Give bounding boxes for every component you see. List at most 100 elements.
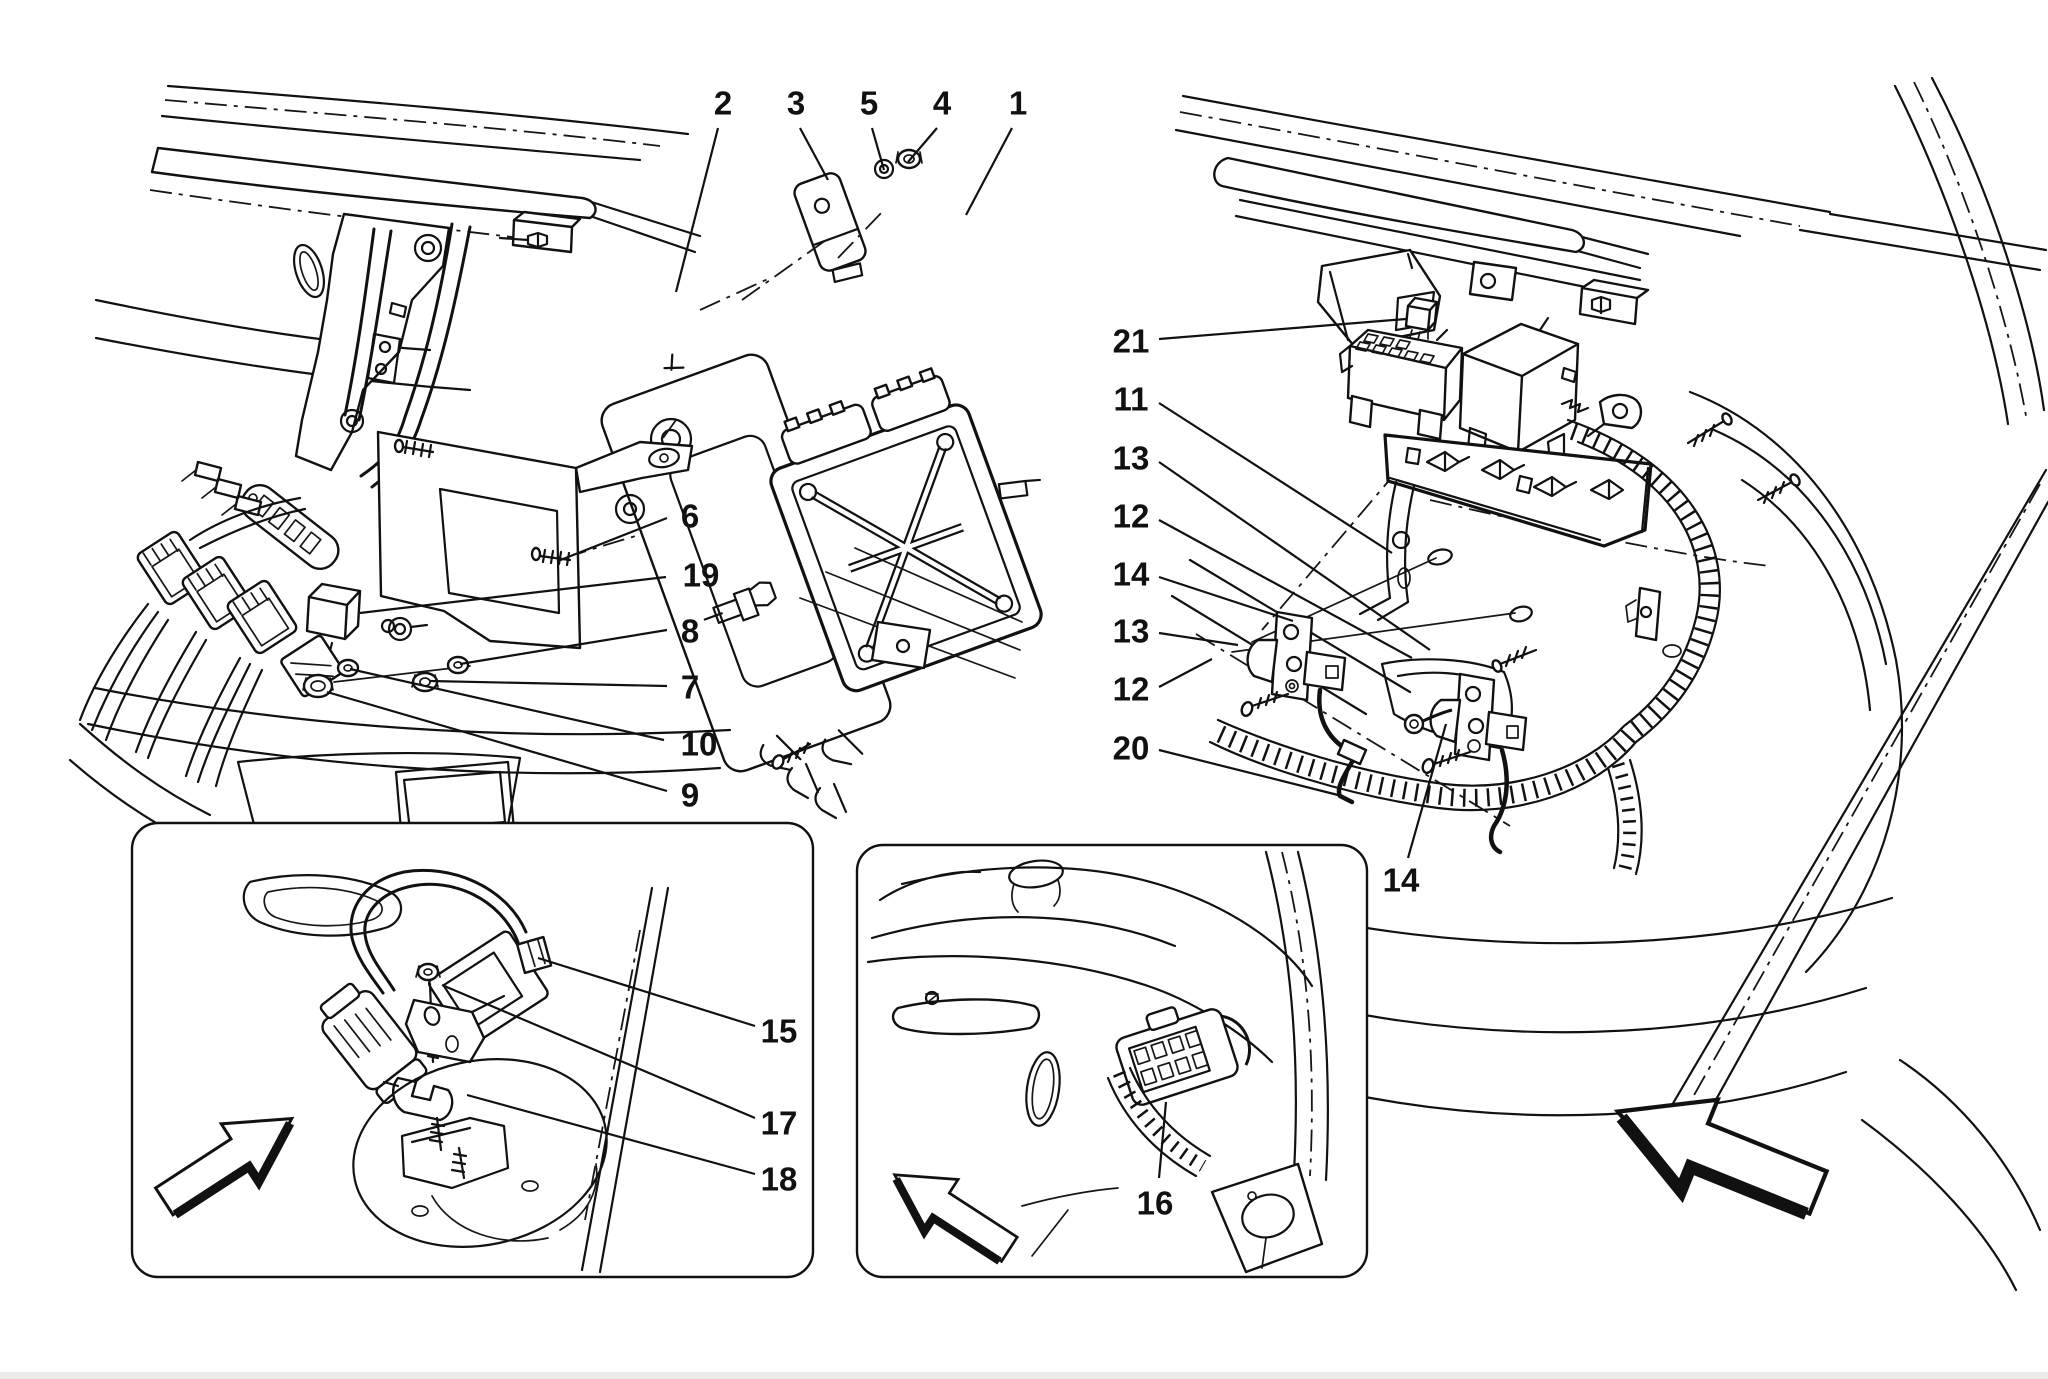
callout-13b-leader [1158,631,1239,647]
callout-14b-leader [1406,723,1448,859]
callout-18-label: 18 [761,1161,798,1198]
crossmember-beam [150,146,597,220]
callout-12a-leader [1158,519,1413,659]
callout-9-label: 9 [681,777,699,814]
right-chassis-centerlines [1179,81,2041,1135]
callout-13a-leader [1158,461,1431,651]
callout-19-leader [359,575,667,615]
plate-support [1358,480,1416,622]
latch-cable-right [1403,708,1509,855]
quarter-panel-edge [866,955,1274,1064]
callout-14b-label: 14 [1383,862,1420,899]
callout-8-leader [459,628,668,666]
hinge-tab [1468,260,1518,302]
callout-16-label: 16 [1137,1185,1174,1222]
callout-11-label: 11 [1114,381,1149,418]
inset-detail-b [855,843,1369,1279]
plate-holes [614,417,693,525]
harness-sleeve [1208,418,1721,876]
trunk-left-assembly-view [68,84,1043,876]
callout-12b-label: 12 [1113,671,1150,708]
callout-19-label: 19 [683,557,720,594]
torsion-bar-tube [1213,156,1585,254]
harness-connector-detail [1115,1006,1251,1106]
callout-4-leader [907,127,938,163]
callout-21-label: 21 [1113,323,1150,360]
callout-10-leader [349,667,665,742]
mounting-screws [1491,412,1801,673]
callout-2-label: 2 [714,85,732,122]
small-bracket [793,172,867,284]
callout-15-label: 15 [761,1013,798,1050]
callout-10-label: 10 [681,726,718,763]
lid-gutter-lines [1660,468,2048,1152]
callout-6-label: 6 [681,498,699,535]
ecu-control-unit [769,367,1043,693]
callout-7-label: 7 [681,669,699,706]
ecu-lower-screw-and-clips [771,741,848,820]
callout-15-leader [537,956,756,1028]
callout-3-leader [799,127,829,181]
speaker-panel [1210,1162,1324,1274]
callout-9-leader [326,690,668,793]
callout-6-leader [557,516,668,563]
right-bolt-block [1578,278,1650,326]
relay-module-box [1458,316,1590,464]
callout-7-leader [429,679,668,688]
bottom-strip [0,1372,2048,1379]
callout-8-label: 8 [681,613,699,650]
callout-12a-label: 12 [1113,498,1150,535]
callout-3-label: 3 [787,85,805,122]
fuse-strip [240,484,340,570]
inset-b-border [855,843,1369,1279]
callout-5-leader [870,127,886,171]
callout-20-label: 20 [1113,730,1150,767]
fuel-pump-flange [352,1058,608,1248]
wheel-arch [1688,390,1904,974]
armrest-panel [891,990,1041,1036]
sensor-cable [349,868,528,995]
callout-1-leader [965,127,1013,216]
harness-connector-3 [226,579,298,655]
cabin-roof-lines [870,866,1314,988]
callout-5-label: 5 [860,85,878,122]
body-lower-lines [68,547,1023,876]
right-chassis-rails [1174,76,2048,426]
stud-fasteners [280,634,471,699]
callout-21-leader [1158,317,1407,341]
callout-12b-leader [1158,658,1213,688]
support-tower-bracket [292,212,451,472]
latch-bracket-left [1240,610,1347,717]
trunk-handle [242,874,403,937]
rail-bolt-block [498,210,582,254]
clip-plate [1383,433,1653,548]
callout-17-leader [441,983,756,1120]
callout-16-leader [1157,1101,1168,1179]
fuse-tabs [181,460,263,517]
trunk-right-assembly-view [1170,76,2048,1292]
latch-bracket-right [1421,672,1528,774]
inset-detail-a [130,821,815,1279]
callout-18-leader [466,1093,756,1176]
pillar-gap-lines [1264,850,1329,1182]
callout-14a-leader [1158,575,1294,623]
callout-13b-label: 13 [1113,613,1150,650]
connector-harness-band [1106,1066,1212,1178]
sill-lines [1021,1187,1119,1257]
callout-1-label: 1 [1009,85,1027,122]
callout-2-leader [674,127,720,293]
corner-direction-arrow-icon [1599,1067,1836,1239]
wire-bundle [78,496,307,788]
assembly-axis-lines [639,211,883,471]
callout-17-label: 17 [761,1105,798,1142]
callout-14a-label: 14 [1113,556,1150,593]
small-relay [1404,296,1439,340]
callout-13a-label: 13 [1113,440,1150,477]
callout-4-label: 4 [933,85,952,122]
fuse-box [1338,328,1464,441]
door-gap-lines [580,886,670,1274]
callout-20-leader [1158,748,1339,797]
